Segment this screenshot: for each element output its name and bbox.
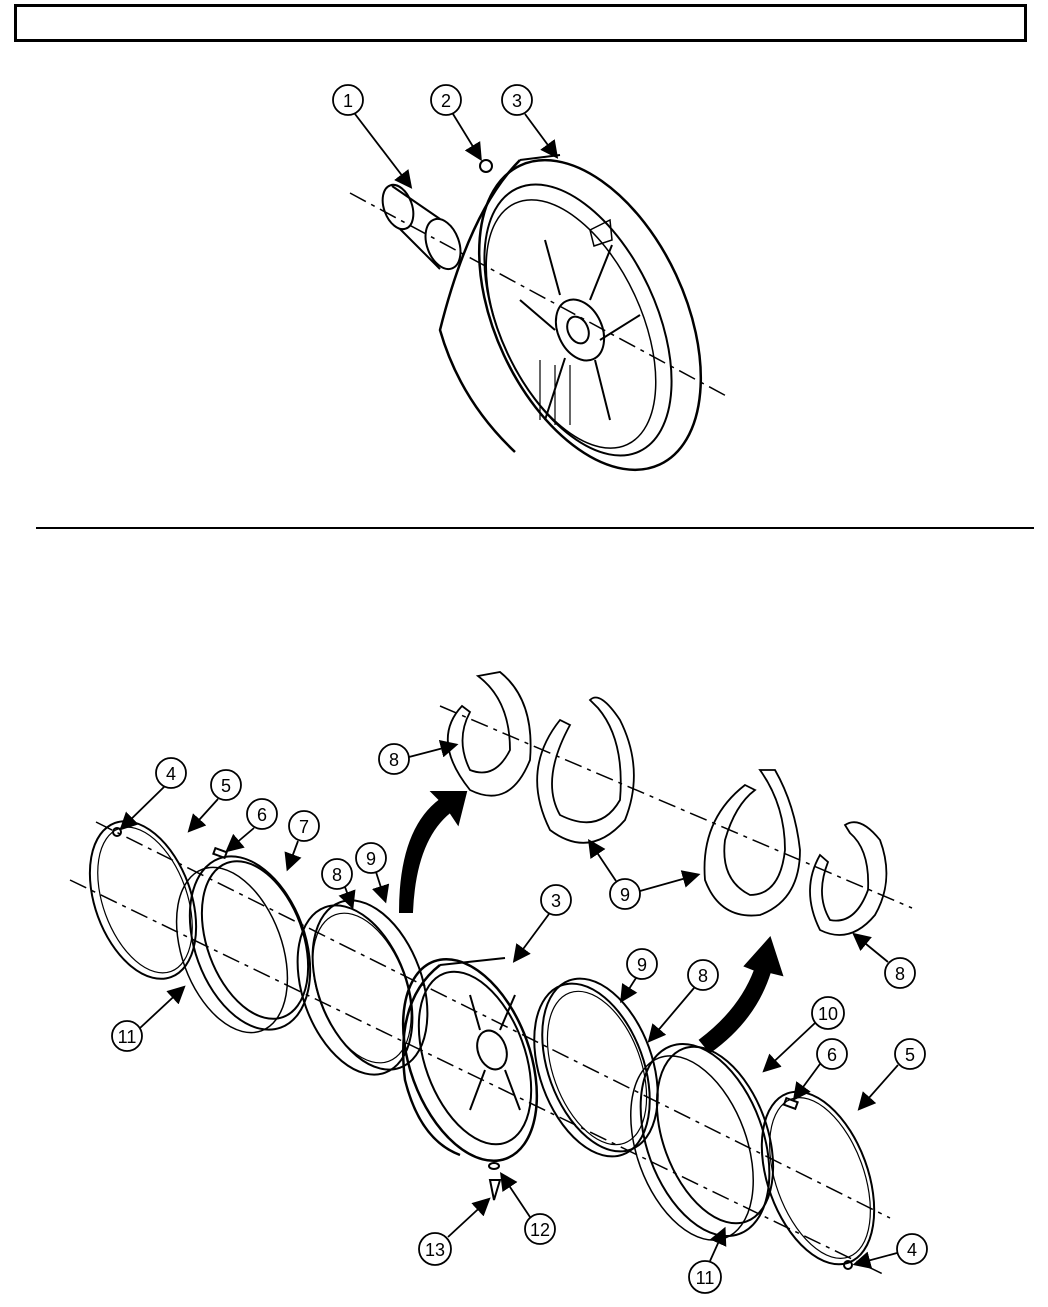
svg-text:3: 3 (551, 891, 561, 911)
svg-text:8: 8 (332, 865, 342, 885)
callout-9-a: 9 (356, 843, 386, 900)
svg-text:4: 4 (166, 764, 176, 784)
callout-6-left: 6 (228, 799, 277, 850)
callout-13: 13 (419, 1200, 488, 1265)
svg-text:5: 5 (905, 1045, 915, 1065)
svg-text:8: 8 (895, 964, 905, 984)
callout-2: 2 (431, 85, 480, 158)
svg-text:4: 4 (907, 1240, 917, 1260)
bushing-part (377, 181, 467, 274)
callout-8-d: 8 (650, 960, 718, 1040)
svg-text:9: 9 (637, 955, 647, 975)
piston-housing-right (607, 1026, 795, 1257)
svg-text:1: 1 (343, 91, 353, 111)
curved-arrow-right (700, 938, 782, 1052)
svg-text:3: 3 (512, 91, 522, 111)
svg-text:6: 6 (827, 1045, 837, 1065)
svg-text:9: 9 (366, 849, 376, 869)
callout-12: 12 (502, 1175, 555, 1244)
callout-4-right: 4 (856, 1234, 927, 1264)
callout-9-b: 9 (590, 842, 697, 909)
callout-5-right: 5 (860, 1039, 925, 1108)
svg-text:11: 11 (118, 1027, 137, 1047)
svg-text:5: 5 (221, 776, 231, 796)
retainer-plate-left (70, 807, 216, 994)
seal-rings-right (512, 963, 679, 1173)
callout-4-left: 4 (122, 758, 186, 828)
callout-6-right: 6 (795, 1039, 847, 1098)
callout-5-left: 5 (190, 770, 241, 830)
ball-part (480, 160, 492, 172)
callout-9-c: 9 (622, 949, 657, 1000)
svg-text:11: 11 (696, 1268, 715, 1288)
callout-11-left: 11 (112, 988, 183, 1051)
drum-part-top (434, 125, 746, 504)
callout-7: 7 (288, 811, 319, 868)
callout-3-top: 3 (502, 85, 556, 156)
callout-8-c: 8 (855, 935, 915, 988)
callout-1: 1 (333, 85, 410, 186)
curved-arrow-left (400, 792, 466, 912)
washer-part (489, 1163, 499, 1169)
callout-3-bottom: 3 (515, 885, 571, 960)
callout-8-b: 8 (379, 744, 455, 774)
svg-text:2: 2 (441, 91, 451, 111)
svg-text:12: 12 (530, 1220, 550, 1240)
svg-text:13: 13 (425, 1240, 445, 1260)
svg-text:7: 7 (299, 817, 309, 837)
top-assembly (350, 125, 746, 504)
bottom-assembly (70, 672, 912, 1280)
callout-8-a: 8 (322, 859, 352, 906)
screw-part (490, 1180, 500, 1200)
svg-text:9: 9 (620, 885, 630, 905)
svg-text:6: 6 (257, 805, 267, 825)
svg-text:8: 8 (389, 750, 399, 770)
svg-text:10: 10 (818, 1004, 838, 1024)
retainer-plate-right (740, 1076, 896, 1279)
svg-text:8: 8 (698, 966, 708, 986)
